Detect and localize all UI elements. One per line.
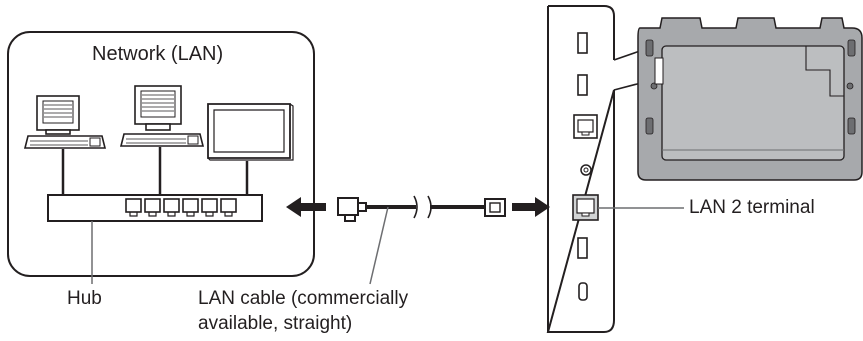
cable-label-line2: available, straight) bbox=[198, 313, 353, 334]
computer-icon bbox=[119, 85, 205, 147]
display-icon bbox=[207, 103, 294, 161]
cable-leader-line bbox=[369, 206, 389, 285]
network-title: Network (LAN) bbox=[92, 43, 224, 65]
arrow-icon bbox=[286, 197, 326, 217]
panel-connectors bbox=[573, 32, 598, 301]
cable-label-line1: LAN cable (commercially bbox=[198, 288, 409, 309]
lan-cable bbox=[366, 195, 485, 219]
lan-port-icon bbox=[572, 194, 599, 221]
hub-icon bbox=[47, 194, 263, 222]
terminal-label: LAN 2 terminal bbox=[689, 197, 815, 218]
hub-connection-lines bbox=[61, 147, 249, 195]
rj45-plug-icon bbox=[484, 198, 506, 217]
arrow-icon bbox=[512, 197, 550, 217]
computer-icon bbox=[23, 95, 107, 149]
hub-label: Hub bbox=[67, 288, 102, 309]
rj45-plug-icon bbox=[337, 197, 367, 222]
terminal-panel bbox=[546, 5, 615, 333]
display-panel-icon bbox=[637, 17, 863, 181]
